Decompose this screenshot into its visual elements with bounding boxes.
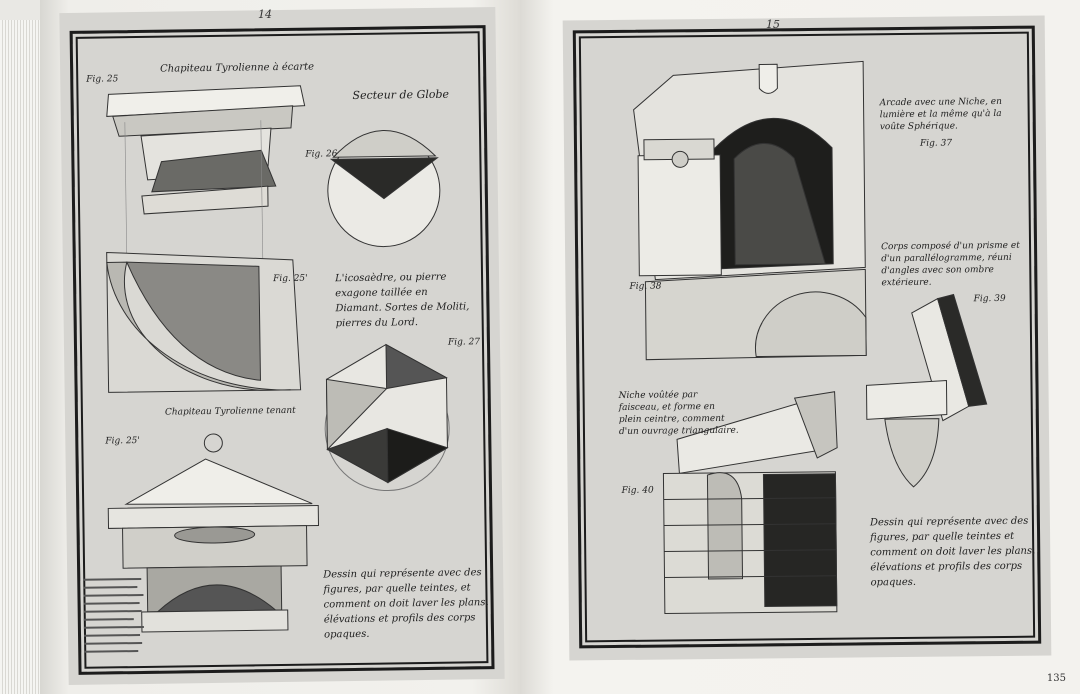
left-plate: Fig. 25 Chapiteau Tyrolienne à écarte Se… [59,6,505,686]
title-chapiteau-ecarte: Chapiteau Tyrolienne à écarte [160,61,315,75]
caption-right-bottom: Dessin qui représente avec des figures, … [869,515,1036,589]
right-page-number: 15 [766,18,780,31]
fig-label-39: Fig. 39 [973,293,1006,305]
folio-number: 135 [1046,673,1066,684]
title-secteur-globe: Secteur de Globe [352,87,450,102]
page-edges [0,20,44,694]
icosahedron [324,343,450,492]
left-plate-drawing [83,85,450,653]
left-page-number: 14 [258,8,272,21]
caption-niche: Niche voûtée par faisceau, et forme en p… [618,390,739,437]
fig-label-25: Fig. 25 [86,74,119,85]
fig-label-37: Fig. 37 [919,138,953,149]
title-chapiteau-tenant: Chapiteau Tyrolienne tenant [164,405,296,418]
fig-label-40: Fig. 40 [621,485,654,496]
niche-vault [662,391,838,615]
capital-drawing [106,85,306,393]
fig-label-26: Fig. 26 [305,149,338,160]
fig-label-25b: Fig. 25' [272,273,308,285]
caption-icosaedre: L'icosaèdre, ou pierre exagone taillée e… [334,271,470,330]
right-plate: Fig. 38 Fig. 37 Fig. 39 Fig. 40 Arcade a… [562,15,1052,661]
caption-left-bottom: Dessin qui représente avec des figures, … [323,567,489,641]
fig-label-25c: Fig. 25' [105,435,140,447]
prism [865,293,988,488]
caption-corps: Corps composé d'un prisme et d'un parall… [881,240,1020,289]
right-plate-drawing [633,60,988,615]
quarter-ring [106,251,302,393]
left-text-block [83,577,144,653]
arcade-niche [633,60,867,361]
capital-elevation [107,433,320,633]
sphere-sector [327,130,441,248]
fig-label-38: Fig. 38 [629,281,662,292]
caption-arcade: Arcade avec une Niche, en lumière et la … [879,96,1002,133]
fig-label-27: Fig. 27 [447,337,481,348]
